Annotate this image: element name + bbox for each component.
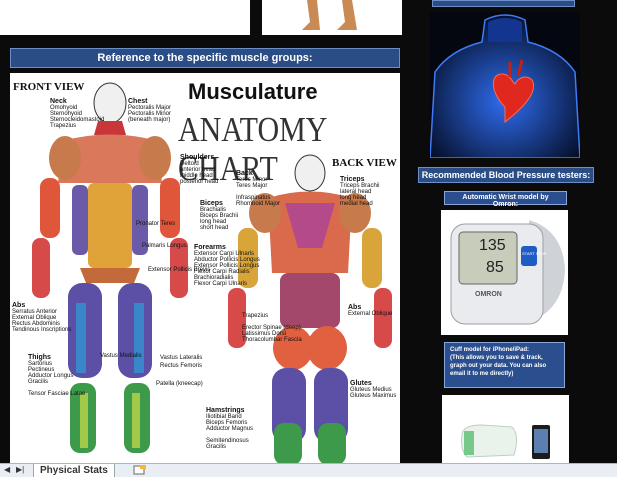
- front-view-label: FRONT VIEW: [13, 81, 85, 93]
- heart-body-image: [430, 12, 580, 158]
- chart-title: Musculature: [188, 79, 318, 104]
- label-neck-group: Neck Omohyoid Sternohyoid Sternocleidoma…: [50, 98, 105, 129]
- front-figure: [32, 82, 188, 453]
- tab-scroll-next-icon[interactable]: ▶|: [16, 465, 25, 474]
- label-back-lower-group: Trapezius Erector Spinae (deep) Latissim…: [242, 313, 302, 343]
- omron-brand: OMRON: [475, 291, 502, 298]
- start-stop-label: START STOP: [522, 251, 547, 256]
- label-hamstrings-group: Hamstrings Iliotibial Band Biceps Femori…: [206, 407, 254, 450]
- wrist-monitor-illustration: 135 85 START STOP OMRON: [450, 220, 565, 325]
- wrist-monitor-image: 135 85 START STOP OMRON: [441, 210, 568, 335]
- anatomy-figures: [32, 82, 392, 465]
- label-rectus-femoris: Rectus Femoris: [160, 363, 203, 369]
- label-vastus-lateralis: Vastus Lateralis: [160, 355, 203, 361]
- label-glutes-group: Glutes Gluteus Medius Gluteus Maximus: [350, 380, 397, 399]
- label-biceps-group: Biceps Brachialis Biceps Brachii long he…: [200, 200, 239, 231]
- back-view-label: BACK VIEW: [332, 157, 397, 169]
- wrist-model-caption: Automatic Wrist model by Omron:: [444, 191, 567, 208]
- label-abs-back-group: Abs External Oblique: [348, 304, 393, 317]
- label-triceps-group: Triceps Triceps Brachii lateral head lon…: [340, 176, 380, 207]
- start-stop-button: [521, 246, 537, 266]
- tab-scroll-prev-icon[interactable]: ◀: [4, 465, 11, 474]
- label-abs-front-group: Abs Serratus Anterior External Oblique R…: [12, 302, 72, 333]
- label-vastus-medialis: Vastus Medialis: [100, 353, 142, 359]
- anatomy-chart-image: Musculature ANATOMY CHART FRONT VIEW BAC…: [10, 73, 400, 465]
- sheet-tab-bar: ◀ ▶| Physical Stats: [0, 463, 617, 477]
- cuff-model-caption: Cuff model for iPhone/iPad: (This allows…: [444, 342, 565, 388]
- label-forearms-group: Forearms Extensor Carpi Ulnaris Abductor…: [194, 244, 260, 287]
- tab-physical-stats[interactable]: Physical Stats: [33, 464, 115, 477]
- top-right-banner: [432, 0, 575, 7]
- chart-subtitle: ANATOMY CHART: [178, 111, 327, 189]
- label-ext-pollicis-brevis: Extensor Pollicis Brevis: [148, 267, 211, 273]
- label-shoulders-group: Shoulders Deltoid anterior head middle h…: [180, 154, 219, 185]
- monitor-dia-value: 85: [486, 259, 504, 276]
- back-figure: [228, 154, 392, 465]
- label-pronator: Pronator Teres: [136, 221, 176, 227]
- bp-testers-header: Recommended Blood Pressure testers:: [418, 167, 594, 183]
- cuff-illustration: [461, 424, 550, 459]
- figure-feet-illustration: [302, 0, 357, 30]
- top-figure-image: [262, 0, 402, 35]
- label-chest-group: Chest Pectoralis Major Pectoralis Minor …: [128, 98, 172, 123]
- cuff-monitor-image: [442, 395, 569, 463]
- heart-torso-illustration: [430, 14, 580, 158]
- top-left-image: [0, 0, 250, 35]
- muscle-groups-header: Reference to the specific muscle groups:: [10, 48, 400, 68]
- insert-sheet-icon[interactable]: [133, 465, 147, 475]
- label-thighs-group: Thighs Sartorius Pectineus Adductor Long…: [28, 354, 86, 397]
- label-back-group: Back Teres Minor Teres Major Infraspinat…: [236, 170, 281, 207]
- label-patella: Patella (kneecap): [156, 381, 203, 387]
- label-palmaris: Palmaris Longus: [142, 243, 187, 249]
- monitor-sys-value: 135: [479, 237, 506, 254]
